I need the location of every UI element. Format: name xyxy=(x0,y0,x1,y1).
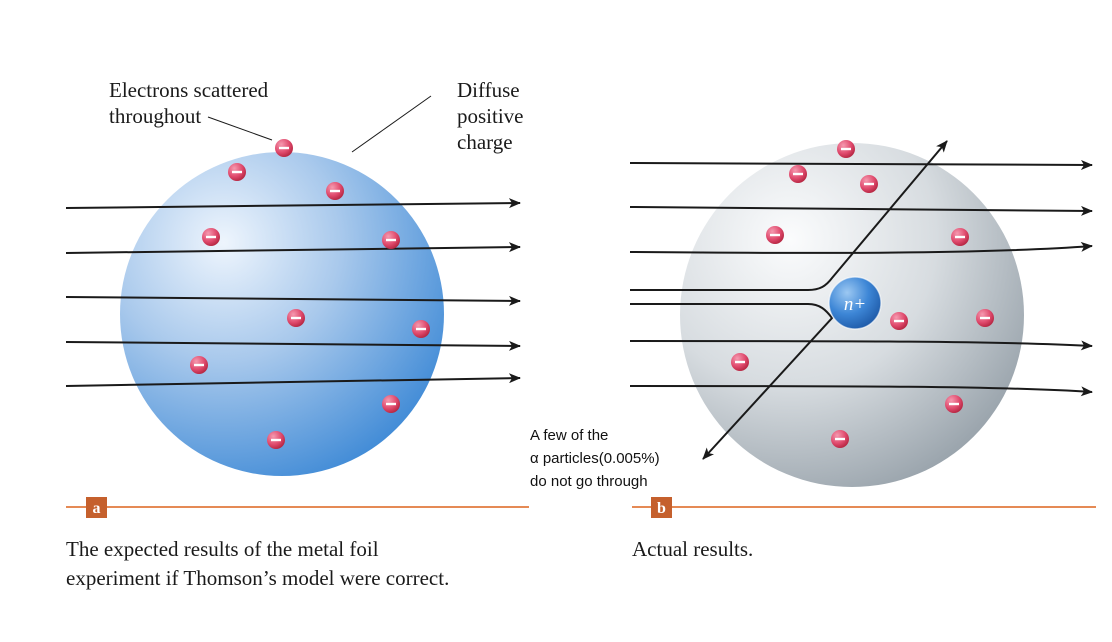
charge-label-line: Diffuse xyxy=(457,78,520,102)
electrons-a xyxy=(190,139,430,449)
backscatter-note: A few of the α particles(0.005%) do not … xyxy=(530,427,664,490)
electron-icon xyxy=(275,139,293,157)
electrons-b xyxy=(731,140,994,448)
electron-icon xyxy=(890,312,908,330)
note-line: α particles(0.005%) xyxy=(530,450,660,467)
electrons-label: Electrons scattered throughout xyxy=(109,78,273,128)
electron-icon xyxy=(326,182,344,200)
electron-icon xyxy=(860,175,878,193)
alpha-path xyxy=(629,159,1093,170)
panel-b: n+ A few of the α particles(0.005%) do n… xyxy=(530,140,1096,561)
nucleus-label: n+ xyxy=(844,294,866,315)
note-line: do not go through xyxy=(530,473,648,490)
electron-icon xyxy=(202,228,220,246)
alpha-path xyxy=(629,205,1093,216)
caption-a-line: experiment if Thomson’s model were corre… xyxy=(66,566,449,590)
electrons-label-line: throughout xyxy=(109,104,201,128)
electron-icon xyxy=(945,395,963,413)
electron-icon xyxy=(837,140,855,158)
alpha-path xyxy=(629,241,1093,254)
alpha-path xyxy=(65,340,521,351)
badge-b-label: b xyxy=(657,500,666,517)
electrons-leader xyxy=(207,116,273,141)
backscattered-path xyxy=(630,303,834,460)
note-line: A few of the xyxy=(530,427,608,444)
badge-a-label: a xyxy=(93,500,101,517)
alpha-paths-a xyxy=(65,198,521,387)
alpha-path xyxy=(629,385,1093,397)
electron-icon xyxy=(382,231,400,249)
electron-icon xyxy=(382,395,400,413)
thomson-sphere xyxy=(120,152,444,476)
alpha-path xyxy=(65,373,521,387)
alpha-paths-b xyxy=(629,140,1093,460)
electron-icon xyxy=(228,163,246,181)
caption-b: Actual results. xyxy=(632,537,753,561)
alpha-path xyxy=(65,242,521,254)
electron-icon xyxy=(976,309,994,327)
electron-icon xyxy=(287,309,305,327)
electron-icon xyxy=(267,431,285,449)
charge-label-line: charge xyxy=(457,130,513,154)
caption-a-line: The expected results of the metal foil xyxy=(66,537,379,561)
electron-icon xyxy=(789,165,807,183)
caption-a: The expected results of the metal foil e… xyxy=(66,537,449,590)
electron-icon xyxy=(951,228,969,246)
nucleus: n+ xyxy=(828,276,882,330)
electron-icon xyxy=(190,356,208,374)
charge-label: Diffuse positive charge xyxy=(457,78,529,154)
charge-label-line: positive xyxy=(457,104,524,128)
badge-a xyxy=(86,497,107,518)
alpha-path xyxy=(629,340,1093,351)
electron-icon xyxy=(831,430,849,448)
charge-leader xyxy=(351,95,432,153)
electron-icon xyxy=(731,353,749,371)
electron-icon xyxy=(412,320,430,338)
deflected-path xyxy=(630,140,948,291)
alpha-path xyxy=(65,295,521,306)
alpha-path xyxy=(65,198,521,209)
panel-a: Electrons scattered throughout Diffuse p… xyxy=(65,78,529,590)
badge-b xyxy=(651,497,672,518)
electron-icon xyxy=(766,226,784,244)
electrons-label-line: Electrons scattered xyxy=(109,78,269,102)
